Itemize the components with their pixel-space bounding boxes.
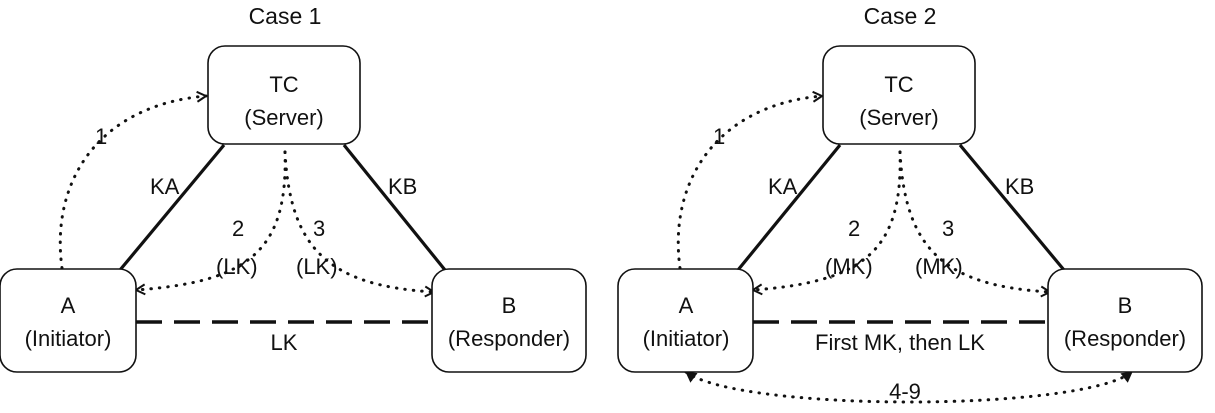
case1-step1-arrow bbox=[58, 96, 206, 270]
case2-a-sublabel: (Initiator) bbox=[643, 326, 730, 351]
case2-step2-label: 2 bbox=[848, 216, 860, 241]
case2-tc-box bbox=[822, 45, 976, 145]
case1-b-sublabel: (Responder) bbox=[448, 326, 570, 351]
case1-step3-label: 3 bbox=[313, 216, 325, 241]
case2-b-sublabel: (Responder) bbox=[1064, 326, 1186, 351]
case1-ka-label: KA bbox=[150, 174, 180, 199]
case2-title: Case 2 bbox=[864, 3, 937, 29]
case1-step2-arrow bbox=[136, 150, 287, 290]
case2-step3-arrow bbox=[898, 150, 1050, 292]
case2-step2-key-label: (MK) bbox=[825, 254, 873, 279]
case1-a-box bbox=[0, 268, 137, 373]
case1-step2-label: 2 bbox=[232, 216, 244, 241]
case2-step3-label: 3 bbox=[942, 216, 954, 241]
case1-title: Case 1 bbox=[249, 3, 322, 29]
case2-step1-arrow bbox=[676, 96, 822, 270]
case2-b-label: B bbox=[1118, 293, 1133, 318]
case1-diagram: Case 1 TC (Server) A (Initiator) B (Resp… bbox=[0, 3, 587, 373]
case2-steps-4-9-label: 4-9 bbox=[889, 379, 921, 404]
case2-ab-link-label: First MK, then LK bbox=[815, 330, 985, 355]
case2-diagram: Case 2 TC (Server) A (Initiator) B (Resp… bbox=[617, 3, 1203, 404]
case2-ka-line bbox=[736, 143, 842, 272]
case1-b-label: B bbox=[502, 293, 517, 318]
case1-step3-key-label: (LK) bbox=[296, 254, 338, 279]
case1-step3-arrow bbox=[283, 150, 434, 292]
case1-a-label: A bbox=[61, 293, 76, 318]
case1-step1-label: 1 bbox=[95, 124, 107, 149]
case2-tc-label: TC bbox=[884, 72, 913, 97]
case1-tc-sublabel: (Server) bbox=[244, 105, 323, 130]
case2-kb-label: KB bbox=[1005, 174, 1034, 199]
case2-step2-arrow bbox=[753, 150, 902, 290]
case2-step3-key-label: (MK) bbox=[915, 254, 963, 279]
case2-step1-label: 1 bbox=[713, 124, 725, 149]
case1-ka-line bbox=[118, 143, 226, 272]
case1-kb-label: KB bbox=[388, 174, 417, 199]
case2-ka-label: KA bbox=[768, 174, 798, 199]
case2-a-box bbox=[617, 268, 754, 373]
case1-ab-link-label: LK bbox=[271, 330, 298, 355]
case1-kb-line bbox=[342, 143, 447, 272]
case2-tc-sublabel: (Server) bbox=[859, 105, 938, 130]
case1-tc-label: TC bbox=[269, 72, 298, 97]
case2-a-label: A bbox=[679, 293, 694, 318]
case1-step2-key-label: (LK) bbox=[216, 254, 258, 279]
case1-tc-box bbox=[207, 45, 361, 145]
case2-b-box bbox=[1047, 268, 1203, 373]
case1-a-sublabel: (Initiator) bbox=[25, 326, 112, 351]
case2-kb-line bbox=[958, 143, 1066, 272]
case1-b-box bbox=[431, 268, 587, 373]
